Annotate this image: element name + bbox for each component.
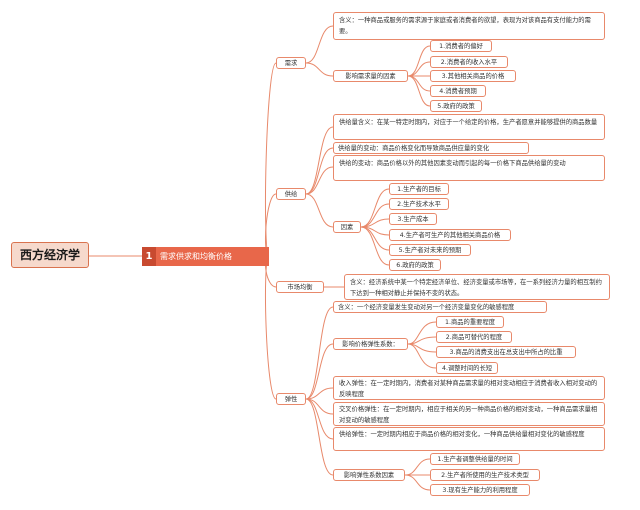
main-topic-label: 需求供求和均衡价格 <box>160 252 232 261</box>
link-main-demand <box>264 62 277 257</box>
supply-change-supply[interactable]: 供给的变动：商品价格以外的其他因素变动而引起的每一价格下商品供给量的变动 <box>333 155 605 181</box>
supply-elasticity-factor-2[interactable]: 2.生产者所使用的生产技术类型 <box>430 469 540 481</box>
price-factor-2[interactable]: 2.商品可替代的程度 <box>436 331 512 343</box>
link-main-elasticity <box>265 255 277 400</box>
link-elasticity-definition <box>305 306 334 400</box>
topic-equilibrium[interactable]: 市场均衡 <box>276 281 324 293</box>
link-supply-factors <box>305 193 334 228</box>
main-topic-number: 1 <box>142 247 156 266</box>
demand-factor-5[interactable]: 5.政府的政策 <box>430 100 482 112</box>
supply-factor-5[interactable]: 5.生产者对未来的预期 <box>389 244 471 256</box>
elasticity-definition[interactable]: 含义：一个经济变量发生变动对另一个经济变量变化的敏感程度 <box>333 301 547 313</box>
link-demand-factors <box>305 62 334 77</box>
topic-supply[interactable]: 供给 <box>276 188 306 200</box>
supply-factor-1[interactable]: 1.生产者的目标 <box>389 183 449 195</box>
supply-factors-elasticity-label[interactable]: 影响弹性系数因素 <box>333 469 405 481</box>
link-demand-factor-2 <box>407 61 431 77</box>
link-elasticity-price-factors <box>305 343 334 400</box>
link-supply-factor-1 <box>360 188 390 228</box>
main-topic[interactable]: 1 需求供求和均衡价格 <box>142 247 269 266</box>
demand-factors-label[interactable]: 影响需求量的因素 <box>333 70 408 82</box>
supply-factors-label[interactable]: 因素 <box>333 221 361 233</box>
supply-definition[interactable]: 供给量含义：在某一特定时期内，对应于一个给定的价格，生产者愿意并能够提供的商品数… <box>333 114 605 140</box>
price-factor-1[interactable]: 1.商品的重要程度 <box>436 316 504 328</box>
elasticity-income[interactable]: 收入弹性：在一定时期内，消费者对某种商品需求量的相对变动相应于消费者收入相对变动… <box>333 376 605 400</box>
supply-change-quantity[interactable]: 供给量的变动：商品价格变化而导致商品供应量的变化 <box>333 142 529 154</box>
link-demand-definition <box>305 25 334 64</box>
supply-elasticity-factor-3[interactable]: 3.现有生产能力的利用程度 <box>430 484 530 496</box>
supply-factor-2[interactable]: 2.生产技术水平 <box>389 198 449 210</box>
link-demand-factor-4 <box>407 75 431 92</box>
topic-demand[interactable]: 需求 <box>276 57 306 69</box>
link-elasticity-supply-factors <box>305 398 334 476</box>
supply-factor-3[interactable]: 3.生产成本 <box>389 213 437 225</box>
elasticity-supply[interactable]: 供给弹性：一定时期内相应于商品价格的相对变化，一种商品供给量相对变化的敏感程度 <box>333 427 605 451</box>
link-price-factor-1 <box>407 321 437 345</box>
topic-elasticity[interactable]: 弹性 <box>276 393 306 405</box>
root-topic[interactable]: 西方经济学 <box>11 242 89 268</box>
link-supply-factor-c <box>404 474 431 491</box>
demand-factor-3[interactable]: 3.其他相关商品的价格 <box>430 70 516 82</box>
link-supply-definition <box>305 126 334 195</box>
elasticity-cross[interactable]: 交叉价格弹性：在一定时期内，相应于相关的另一种商品价格的相对变动，一种商品需求量… <box>333 402 605 426</box>
demand-definition[interactable]: 含义：一种商品或服务的需求源于家庭或者消费者的欲望，表现为对该商品有支付能力的需… <box>333 12 605 40</box>
equilibrium-definition[interactable]: 含义：经济系统中某一个特定经济单位、经济变量或市场等，在一系列经济力量的相互制约… <box>344 274 610 300</box>
price-factor-3[interactable]: 3.商品的消费支出在总支出中所占的比重 <box>436 346 576 358</box>
link-supply-factor-a <box>404 458 431 476</box>
link-demand-factor-1 <box>407 45 431 77</box>
link-supply-factor-6 <box>360 226 390 266</box>
link-supply-change-quantity <box>305 147 334 195</box>
link-supply-change-supply <box>305 166 334 195</box>
price-factors-label[interactable]: 影响价格弹性系数： <box>333 338 408 350</box>
demand-factor-2[interactable]: 2.消费者的收入水平 <box>430 56 508 68</box>
link-demand-factor-5 <box>407 75 431 107</box>
supply-elasticity-factor-1[interactable]: 1.生产者调整供给量的时间 <box>430 453 520 465</box>
link-price-factor-4 <box>407 343 437 369</box>
supply-factor-4[interactable]: 4.生产者可生产的其他相关商品价格 <box>389 229 511 241</box>
price-factor-4[interactable]: 4.调整时间的长短 <box>436 362 498 374</box>
link-elasticity-supply <box>305 398 334 440</box>
demand-factor-4[interactable]: 4.消费者预期 <box>430 85 486 97</box>
demand-factor-1[interactable]: 1.消费者的偏好 <box>430 40 492 52</box>
link-elasticity-income <box>305 387 334 400</box>
supply-factor-6[interactable]: 6.政府的政策 <box>389 259 441 271</box>
